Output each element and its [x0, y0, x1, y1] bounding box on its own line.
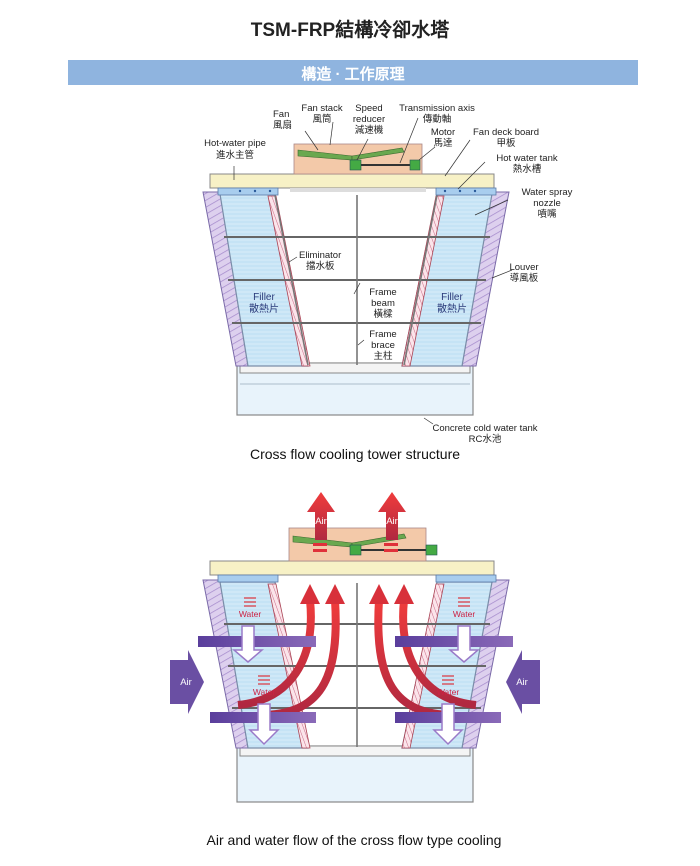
label-motor-zh: 馬達 — [433, 137, 453, 149]
label-fan-zh: 風扇 — [273, 119, 292, 131]
water-label-3: Water — [453, 609, 476, 619]
label-speed-1: Speed — [355, 103, 382, 114]
label-filler-right-zh: 散熱片 — [437, 302, 467, 315]
label-beam-1: Frame — [369, 287, 396, 298]
label-fan-stack-zh: 風筒 — [312, 113, 331, 125]
label-transmission-zh: 傳動軸 — [423, 113, 452, 125]
label-speed-2: reducer — [353, 114, 385, 125]
label-spray-1: Water spray — [522, 187, 573, 198]
speed-reducer-box — [349, 159, 362, 171]
label-filler-left-en: Filler — [253, 292, 275, 303]
page-title: TSM-FRP結構冷卻水塔 — [250, 20, 450, 41]
air-in-left-label: Air — [180, 677, 192, 688]
water-flow — [231, 625, 481, 746]
label-tank-en: Concrete cold water tank — [432, 423, 537, 434]
air-in-arrow-right — [506, 650, 540, 714]
water-label-2: Water — [253, 687, 276, 697]
water-label-4: Water — [437, 687, 460, 697]
label-hot-pipe-en: Hot-water pipe — [204, 138, 266, 149]
hot-water-tank-left — [217, 187, 279, 196]
water-label-1: Water — [239, 609, 262, 619]
label-brace-zh: 主柱 — [373, 350, 393, 362]
label-louver-en: Louver — [509, 262, 538, 273]
label-hot-pipe-zh: 進水主管 — [216, 149, 254, 161]
label-eliminator-en: Eliminator — [299, 250, 341, 261]
label-brace-1: Frame — [369, 329, 396, 340]
label-transmission-en: Transmission axis — [399, 103, 475, 114]
section-banner-label: 構造 · 工作原理 — [301, 66, 405, 83]
air-in-right-label: Air — [516, 677, 528, 688]
flow-fan-deck — [209, 560, 495, 576]
section-banner: 構造 · 工作原理 — [68, 60, 638, 85]
label-filler-right-en: Filler — [441, 292, 463, 303]
label-fan-stack-en: Fan stack — [301, 103, 342, 114]
label-fan-en: Fan — [273, 109, 289, 120]
label-filler-left-zh: 散熱片 — [249, 302, 279, 315]
caption-structure: Cross flow cooling tower structure — [250, 446, 460, 462]
label-fan-deck-zh: 甲板 — [496, 137, 516, 149]
air-in-arrow-left — [170, 650, 204, 714]
frame-braces — [274, 194, 438, 366]
label-motor-en: Motor — [431, 127, 455, 138]
structure-diagram: Fan 風扇 Fan stack 風筒 Speed reducer 減速機 Tr… — [202, 103, 573, 462]
flow-diagram: Air Air Air — [170, 492, 540, 848]
label-beam-zh: 橫樑 — [373, 308, 393, 320]
caption-flow: Air and water flow of the cross flow typ… — [207, 832, 502, 848]
label-beam-2: beam — [371, 298, 395, 309]
hot-water-tank-right — [435, 187, 497, 196]
air-out-arrow-left — [307, 492, 335, 552]
fan-deck-board — [209, 173, 495, 189]
label-spray-2: nozzle — [533, 198, 560, 209]
tank-rim — [239, 362, 471, 374]
label-speed-zh: 減速機 — [355, 124, 384, 136]
label-louver-zh: 導風板 — [510, 272, 539, 284]
label-hot-tank-zh: 熱水槽 — [513, 163, 542, 175]
label-spray-zh: 噴嘴 — [537, 208, 557, 220]
label-eliminator-zh: 擋水板 — [306, 260, 335, 272]
motor-box — [409, 159, 421, 171]
air-out-right-label: Air — [386, 516, 398, 527]
label-tank-zh: RC水池 — [469, 433, 502, 445]
label-brace-2: brace — [371, 340, 395, 351]
label-fan-deck-en: Fan deck board — [473, 127, 539, 138]
air-out-arrow-right — [378, 492, 406, 552]
label-hot-tank-en: Hot water tank — [496, 153, 557, 164]
air-out-left-label: Air — [315, 516, 327, 527]
